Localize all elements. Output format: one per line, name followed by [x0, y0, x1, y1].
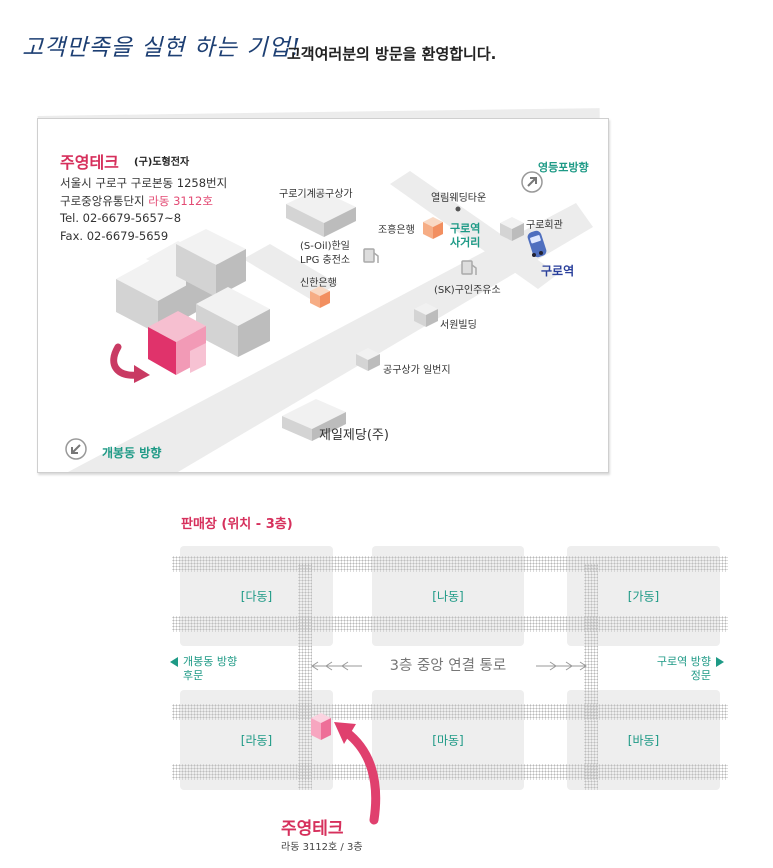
welcome-text: 고객여러분의 방문을 환영합니다.: [287, 45, 497, 63]
telephone: Tel. 02-6679-5657~8: [60, 211, 182, 225]
floor-road-right-overlay: [584, 564, 598, 790]
label-guro-station: 구로역: [541, 264, 575, 278]
seowon-cube: [414, 303, 438, 327]
left-direction-line2: 후문: [183, 669, 204, 682]
floor-road-bottom-overlay: [172, 764, 728, 780]
label-guro-crossroad-2: 사거리: [450, 236, 481, 249]
location-map: 주영테크 (구)도형전자 서울시 구로구 구로본동 1258번지 구로중앙유통단…: [37, 118, 609, 473]
building-ba-label: [바동]: [627, 733, 660, 748]
label-soil-station: (S-Oil)한일: [300, 241, 350, 252]
floor-title: 판매장 (위치 - 3층): [181, 517, 293, 532]
tool-mall-block: [286, 189, 356, 237]
label-yeollim-wedding: 열림웨딩타운: [431, 193, 487, 204]
arrow-right-icon: [716, 657, 724, 667]
company-former-name: (구)도형전자: [134, 157, 190, 168]
location-unit: 라동 3112호 / 3층: [281, 842, 363, 853]
label-shinhan-bank: 신한은행: [300, 278, 337, 289]
label-guro-tool-mall: 구로기계공구상가: [279, 189, 353, 200]
label-joheung-bank: 조흥은행: [378, 225, 415, 236]
right-direction: 구로역 방향 정문: [657, 655, 711, 683]
slogan: 고객만족을 실현 하는 기업!: [22, 35, 301, 61]
label-guro-crossroad: 구로역: [450, 222, 481, 235]
location-pointer: [311, 713, 381, 825]
label-soil-station-2: LPG 충전소: [300, 255, 351, 266]
label-jeil-jedang: 제일제당(주): [319, 428, 389, 443]
company-name: 주영테크: [60, 153, 119, 172]
building-ga-label: [가동]: [627, 589, 660, 604]
joheung-bank-cube: [423, 217, 443, 239]
building-na-label: [나동]: [432, 589, 464, 604]
gongu-mall-cube: [356, 348, 380, 371]
label-gaebong-direction: 개봉동 방향: [102, 446, 162, 460]
left-direction: 개봉동 방향 후문: [183, 655, 237, 683]
arrow-left-icon: [170, 657, 178, 667]
label-seowon-building: 서원빌딩: [440, 320, 477, 331]
industrial-complex: [116, 229, 270, 375]
wedding-town-marker: [455, 206, 461, 212]
floor-road-top-overlay: [172, 556, 728, 572]
address: 서울시 구로구 구로본동 1258번지: [60, 176, 228, 190]
direction-icon: [65, 438, 87, 460]
guro-hall-cube: [500, 217, 524, 241]
label-gongu-mall: 공구상가 일번지: [383, 365, 451, 376]
label-sk-station: (SK)구인주유소: [434, 285, 501, 296]
floor-road-left-overlay: [298, 564, 312, 790]
company-building: [148, 311, 206, 342]
map-drawing: [65, 171, 593, 472]
map-pointer-arrow: [110, 343, 142, 379]
floor-road-lower-overlay: [172, 704, 728, 720]
complex-name: 구로중앙유통단지: [60, 194, 145, 208]
complex-unit: 구로중앙유통단지 라동 3112호: [60, 193, 213, 209]
location-cube: [311, 713, 331, 740]
gas-station-icon: [363, 248, 379, 263]
subway-station-icon: [527, 230, 547, 258]
shinhan-bank-cube: [310, 286, 330, 308]
side-road-right: [390, 171, 558, 289]
corridor-label: 3층 중앙 연결 통로: [389, 658, 507, 674]
corridor-arrows: [311, 661, 587, 671]
jeil-jedang-block: [282, 399, 346, 441]
location-company-name: 주영테크: [281, 819, 344, 839]
building-ra-label: [라동]: [240, 733, 273, 748]
label-guro-hall: 구로회관: [526, 220, 563, 231]
direction-icon: [521, 171, 543, 193]
building-ma-label: [마동]: [432, 733, 464, 748]
left-direction-line1: 개봉동 방향: [183, 655, 238, 668]
right-direction-line1: 구로역 방향: [656, 655, 711, 668]
fax: Fax. 02-6679-5659: [60, 229, 169, 243]
floor-road-upper-overlay: [172, 616, 728, 632]
unit-number: 라동 3112호: [148, 194, 213, 208]
right-direction-line2: 정문: [690, 669, 711, 682]
building-da-label: [다동]: [240, 589, 273, 604]
gas-station-icon: [461, 260, 477, 275]
label-yeongdeungpo-direction: 영등포방향: [538, 161, 589, 174]
side-road-left: [243, 244, 338, 299]
